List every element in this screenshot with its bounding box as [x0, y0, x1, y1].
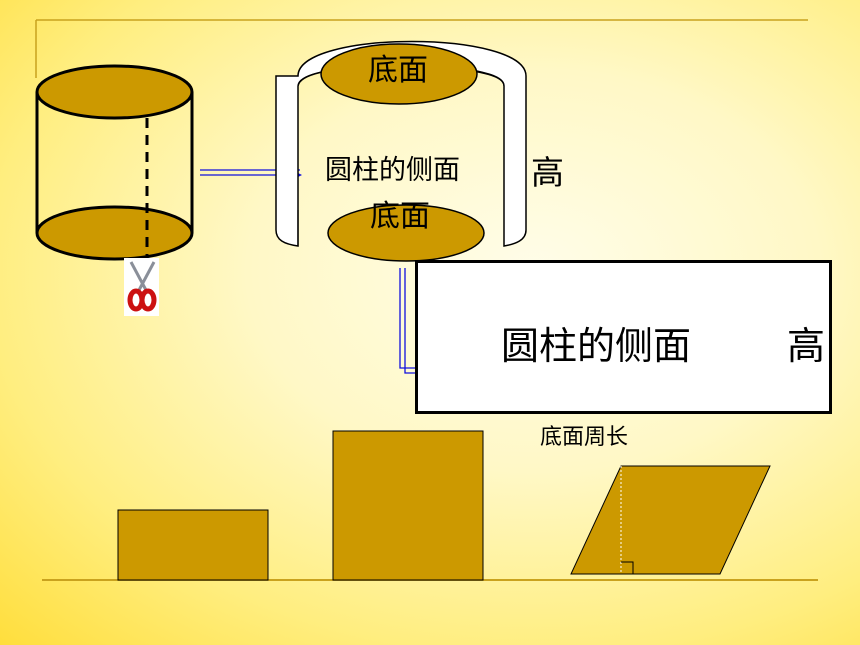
label-bottom-bottom: 底面 [370, 199, 430, 234]
base-disk-top [320, 43, 478, 105]
cylinder-bottom-ellipse [35, 205, 194, 261]
shape-rectangle [117, 509, 269, 581]
cylinder-shape [35, 64, 194, 261]
shape-parallelogram [570, 465, 771, 575]
label-side-curved: 圆柱的侧面 [325, 155, 460, 186]
label-height-rect: 高 [787, 324, 826, 368]
label-side-rect: 圆柱的侧面 [501, 324, 692, 368]
base-disk-bottom [327, 204, 485, 262]
curved-side-surface [275, 40, 527, 262]
label-base-perimeter: 底面周长 [540, 425, 629, 450]
label-height-curved: 高 [531, 153, 564, 192]
cylinder-top-ellipse [35, 64, 194, 120]
scissors-icon [124, 258, 159, 316]
shape-square [332, 430, 484, 581]
unrolled-rectangle [415, 260, 832, 414]
label-bottom-top: 底面 [368, 53, 428, 88]
